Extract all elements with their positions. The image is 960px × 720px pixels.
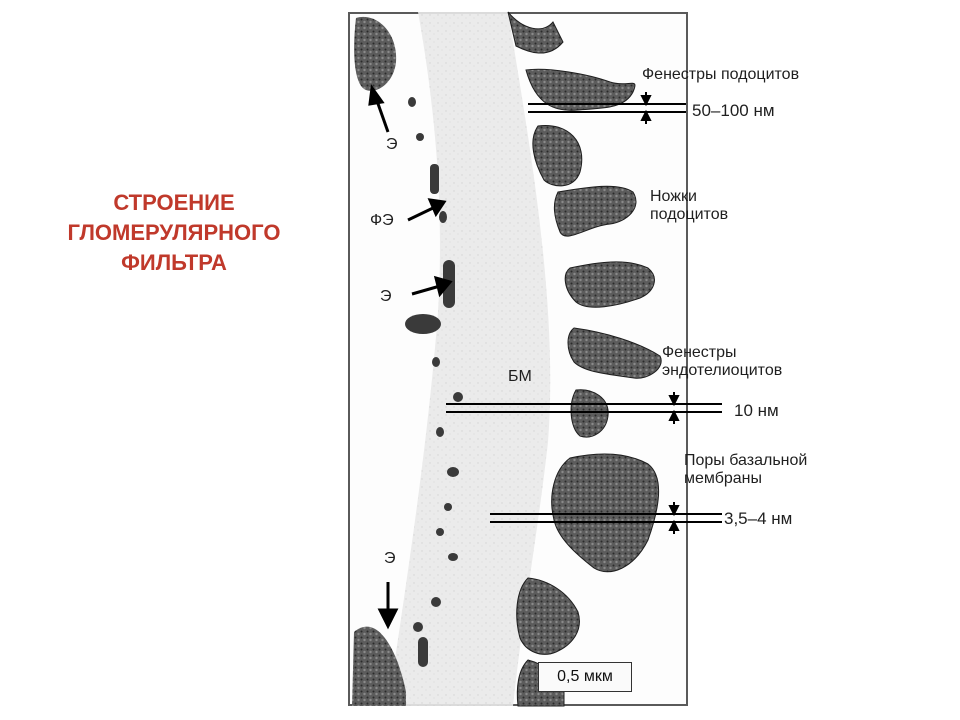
label-podocyte-fenestrae: Фенестры подоцитов xyxy=(642,66,800,83)
endothelial-cell-top xyxy=(354,16,397,91)
scale-bar: 0,5 мкм xyxy=(538,662,632,692)
measure-endothelial-fenestrae xyxy=(446,392,722,424)
label-e-mid: Э xyxy=(380,288,392,305)
label-bm: БМ xyxy=(508,368,532,385)
label-e-bottom: Э xyxy=(384,550,396,567)
measure-bm-pores xyxy=(490,502,722,534)
label-endothelial-fenestrae-size: 10 нм xyxy=(734,401,779,420)
label-endothelial-fenestrae: Фенестры эндотелиоцитов xyxy=(662,344,783,379)
slide-title: СТРОЕНИЕ ГЛОМЕРУЛЯРНОГО ФИЛЬТРА xyxy=(67,190,281,275)
label-bm-pores-size: 3,5–4 нм xyxy=(724,509,793,528)
podocyte-feet xyxy=(507,11,662,707)
arrows xyxy=(368,84,453,630)
label-podocyte-fenestrae-size: 50–100 нм xyxy=(692,101,775,120)
label-podocyte-legs: Ножки подоцитов xyxy=(650,188,729,223)
glomerular-filter-micrograph xyxy=(352,11,722,707)
label-fe: ФЭ xyxy=(370,212,394,229)
label-bm-pores: Поры базальной мембраны xyxy=(684,452,808,487)
basal-membrane-band xyxy=(388,12,551,706)
label-e-top: Э xyxy=(386,136,398,153)
endothelial-cell-bottom xyxy=(352,626,406,706)
measure-podocyte-fenestrae xyxy=(528,92,686,124)
